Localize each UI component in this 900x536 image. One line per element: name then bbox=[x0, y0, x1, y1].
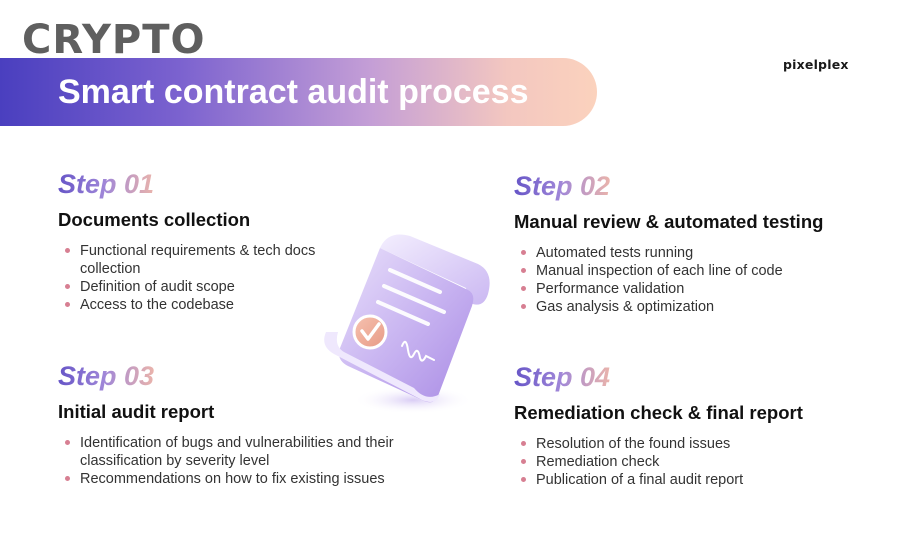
list-item: Definition of audit scope bbox=[58, 278, 358, 296]
bullet-icon bbox=[521, 268, 526, 273]
list-item-text: Definition of audit scope bbox=[80, 279, 235, 295]
list-item: Automated tests running bbox=[514, 244, 874, 262]
step-04: Step 04 Remediation check & final report… bbox=[514, 361, 854, 489]
list-item-text: Resolution of the found issues bbox=[536, 436, 731, 452]
list-item-text: Access to the codebase bbox=[80, 297, 234, 313]
bullet-icon bbox=[521, 304, 526, 309]
list-item-text: Remediation check bbox=[536, 454, 660, 470]
bullet-icon bbox=[65, 248, 70, 253]
list-item-text: Automated tests running bbox=[536, 245, 694, 261]
step-02: Step 02 Manual review & automated testin… bbox=[514, 170, 874, 316]
bullet-icon bbox=[521, 441, 526, 446]
list-item: Identification of bugs and vulnerabiliti… bbox=[58, 434, 398, 470]
step-title: Documents collection bbox=[58, 209, 251, 230]
list-item: Recommendations on how to fix existing i… bbox=[58, 470, 398, 488]
step-number: Step 02 bbox=[514, 170, 616, 202]
bullet-icon bbox=[65, 440, 70, 445]
bullet-icon bbox=[521, 477, 526, 482]
brand-word: CRYPTO bbox=[22, 17, 206, 63]
company-logo: pixelplex bbox=[783, 57, 849, 72]
list-item-text: Recommendations on how to fix existing i… bbox=[80, 471, 385, 487]
step-items: Automated tests running Manual inspectio… bbox=[514, 244, 874, 316]
list-item-text: Performance validation bbox=[536, 281, 685, 297]
list-item-text: Identification of bugs and vulnerabiliti… bbox=[80, 435, 394, 469]
list-item: Publication of a final audit report bbox=[514, 471, 854, 489]
list-item: Performance validation bbox=[514, 280, 874, 298]
page-title: Smart contract audit process bbox=[58, 73, 529, 111]
bullet-icon bbox=[65, 302, 70, 307]
step-01: Step 01 Documents collection Functional … bbox=[58, 168, 358, 314]
step-items: Identification of bugs and vulnerabiliti… bbox=[58, 434, 398, 488]
list-item: Manual inspection of each line of code bbox=[514, 262, 874, 280]
list-item: Remediation check bbox=[514, 453, 854, 471]
bullet-icon bbox=[521, 286, 526, 291]
list-item-text: Functional requirements & tech docs coll… bbox=[80, 243, 316, 277]
step-items: Resolution of the found issues Remediati… bbox=[514, 435, 854, 489]
bullet-icon bbox=[521, 250, 526, 255]
list-item: Access to the codebase bbox=[58, 296, 358, 314]
bullet-icon bbox=[65, 284, 70, 289]
step-number: Step 03 bbox=[58, 360, 160, 392]
step-title: Initial audit report bbox=[58, 401, 215, 422]
list-item: Gas analysis & optimization bbox=[514, 298, 874, 316]
step-number: Step 04 bbox=[514, 361, 616, 393]
step-items: Functional requirements & tech docs coll… bbox=[58, 242, 358, 314]
step-03: Step 03 Initial audit report Identificat… bbox=[58, 360, 398, 488]
contract-scroll-icon bbox=[324, 234, 490, 414]
list-item-text: Manual inspection of each line of code bbox=[536, 263, 783, 279]
title-banner: Smart contract audit process bbox=[0, 58, 597, 126]
step-number: Step 01 bbox=[58, 168, 160, 200]
step-title: Manual review & automated testing bbox=[514, 211, 824, 232]
bullet-icon bbox=[521, 459, 526, 464]
list-item: Functional requirements & tech docs coll… bbox=[58, 242, 358, 278]
list-item-text: Publication of a final audit report bbox=[536, 472, 744, 488]
list-item: Resolution of the found issues bbox=[514, 435, 854, 453]
step-title: Remediation check & final report bbox=[514, 402, 803, 423]
bullet-icon bbox=[65, 476, 70, 481]
list-item-text: Gas analysis & optimization bbox=[536, 299, 715, 315]
